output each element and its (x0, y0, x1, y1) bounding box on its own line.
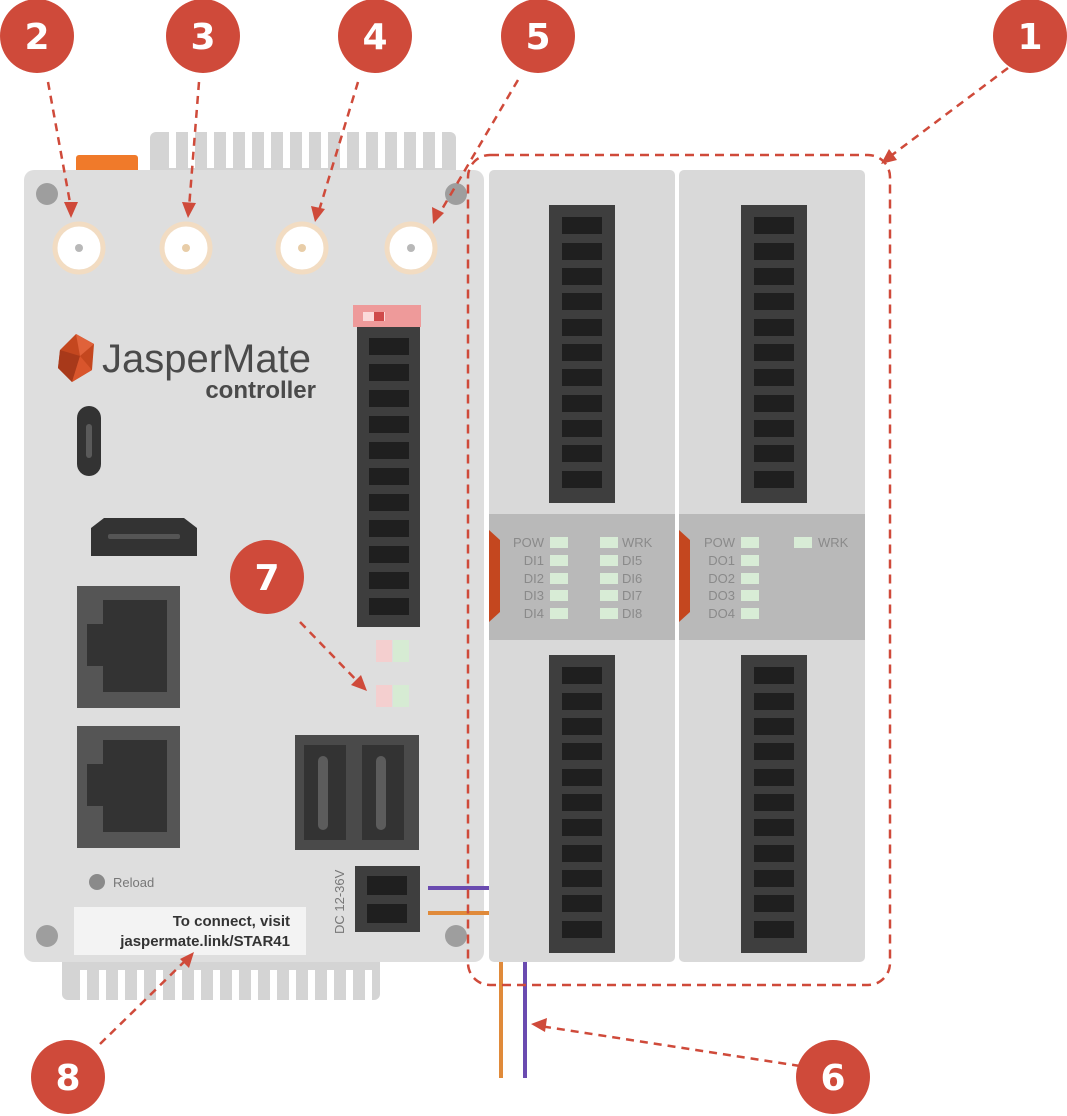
connect-line-2: jaspermate.link/STAR41 (119, 933, 290, 950)
callout-8: 8 (31, 1040, 105, 1114)
di-module: POW DI1 DI2 DI3 DI4 WRK DI5 DI6 DI7 DI8 (489, 170, 675, 962)
dip-switch[interactable] (353, 305, 421, 327)
reload-button[interactable] (89, 874, 105, 890)
ethernet-port-1 (77, 586, 180, 708)
antenna-connector-2 (159, 221, 213, 275)
antenna-connector-3 (275, 221, 329, 275)
usb-a-ports (295, 735, 419, 850)
do-led-label-do4: DO4 (708, 606, 735, 621)
svg-text:5: 5 (525, 17, 550, 58)
callout-2: 2 (0, 0, 74, 73)
svg-text:7: 7 (254, 558, 279, 599)
do-led-label-do3: DO3 (708, 588, 735, 603)
di-led-label-di1: DI1 (524, 553, 544, 568)
callout-5: 5 (501, 0, 575, 73)
expansion-modules-outline (466, 153, 892, 987)
power-label: DC 12-36V (332, 869, 347, 934)
reload-label: Reload (113, 875, 154, 890)
di-led-label-di7: DI7 (622, 588, 642, 603)
di-led-label-di4: DI4 (524, 606, 544, 621)
di-led-label-di6: DI6 (622, 571, 642, 586)
controller-terminal-block (357, 327, 420, 627)
svg-text:1: 1 (1017, 17, 1042, 58)
do-led-label-wrk: WRK (818, 535, 849, 550)
svg-text:8: 8 (55, 1058, 80, 1099)
do-led-label-do2: DO2 (708, 571, 735, 586)
brand-name: JasperMate (102, 337, 311, 381)
do-led-label-do1: DO1 (708, 553, 735, 568)
svg-text:3: 3 (190, 17, 215, 58)
ethernet-port-2 (77, 726, 180, 848)
svg-text:6: 6 (820, 1058, 845, 1099)
di-led-label-pow: POW (513, 535, 545, 550)
screw-bottom-right (445, 925, 467, 947)
orange-tab (76, 155, 138, 173)
do-led-label-pow: POW (704, 535, 736, 550)
di-led-label-di8: DI8 (622, 606, 642, 621)
antenna-connector-1 (52, 221, 106, 275)
callout-arrowheads (64, 149, 897, 1032)
connect-line-1: To connect, visit (173, 913, 290, 930)
callout-3: 3 (166, 0, 240, 73)
brand-subtitle: controller (205, 377, 316, 404)
callout-6: 6 (796, 1040, 870, 1114)
antenna-connector-4 (384, 221, 438, 275)
callout-arrows (46, 67, 1009, 1068)
screw-top-left (36, 183, 58, 205)
di-led-label-di5: DI5 (622, 553, 642, 568)
svg-text:2: 2 (24, 17, 49, 58)
svg-text:4: 4 (362, 17, 387, 58)
callout-7: 7 (230, 540, 304, 614)
di-led-label-di3: DI3 (524, 588, 544, 603)
screw-top-right (445, 183, 467, 205)
connect-label-box (74, 907, 306, 955)
jaspermate-logo-icon (58, 334, 94, 382)
callout-1: 1 (993, 0, 1067, 73)
status-leds (376, 640, 409, 707)
di-led-label-wrk: WRK (622, 535, 653, 550)
power-connector (355, 866, 420, 932)
do-module: POW DO1 DO2 DO3 DO4 WRK (679, 170, 865, 962)
di-led-label-di2: DI2 (524, 571, 544, 586)
callout-4: 4 (338, 0, 412, 73)
screw-bottom-left (36, 925, 58, 947)
